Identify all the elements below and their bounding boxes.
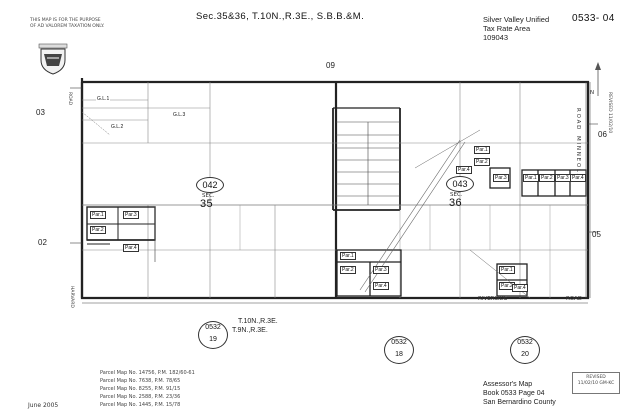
parcel-label-lower-3: Par.3	[373, 266, 389, 274]
adjacent-page-top: 09	[326, 61, 335, 70]
road-riverside: RIVERSIDE	[478, 296, 508, 302]
section-title: Sec.35&36, T.10N.,R.3E., S.B.B.&M.	[196, 11, 365, 22]
parcel-label-lower-2: Par.2	[340, 266, 356, 274]
adjacent-page-bottom-right-book: 0532	[517, 339, 533, 346]
parcel-label-lower-1: Par.1	[340, 252, 356, 260]
assessor-line-1: Assessor's Map	[483, 381, 533, 388]
road-harvard-top: ROAD	[67, 92, 72, 106]
road-harvard-bottom: HARVARD	[69, 286, 74, 308]
section-36-sec-label: SEC.	[450, 192, 463, 198]
road-riverside-road: ROAD	[566, 296, 583, 302]
parcel-label-right-2: Par.2	[539, 174, 555, 182]
adjacent-page-left-lower: 02	[38, 238, 47, 247]
footer-date: June 2005	[28, 402, 59, 409]
township-grid-top: T.10N.,R.3E.	[238, 318, 278, 325]
adjacent-page-bottom-right-page: 20	[521, 351, 529, 358]
adjacent-page-right-upper: 06	[598, 130, 607, 139]
parcel-label-right-3: Par.3	[555, 174, 571, 182]
north-arrow-icon	[583, 60, 613, 100]
road-minneola-road: R O A D	[575, 108, 581, 130]
adjacent-page-bottom-mid-book: 0532	[391, 339, 407, 346]
north-arrow-label: N	[590, 90, 595, 96]
notice-line-1: THIS MAP IS FOR THE PURPOSE	[30, 18, 101, 23]
parcel-label-left-3: Par.3	[123, 211, 139, 219]
district-line-3: 109043	[483, 33, 509, 42]
adjacent-page-right-lower: 05	[592, 230, 601, 239]
parcel-map-ref-4: Parcel Map No. 2588, P.M. 23/36	[100, 394, 181, 400]
county-seal-icon	[36, 42, 70, 76]
adjacent-page-bottom-left-page: 19	[209, 336, 217, 343]
parcel-label-se-1: Par.1	[499, 266, 515, 274]
parcel-label-right-4: Par.4	[570, 174, 586, 182]
parcel-label-right-1: Par.1	[523, 174, 539, 182]
parcel-label-mid-1: Par.1	[474, 146, 490, 154]
section-35-oval: 042	[196, 177, 224, 193]
parcel-map-ref-2: Parcel Map No. 7638, P.M. 78/65	[100, 378, 181, 384]
district-line-1: Silver Valley Unified	[483, 15, 550, 24]
parcel-label-mid-4: Par.4	[456, 166, 472, 174]
adjacent-page-bottom-right: 0532 20	[510, 336, 540, 364]
section-35-sec-label: SEC.	[202, 193, 215, 199]
parcel-label-mid-3: Par.3	[493, 174, 509, 182]
township-grid-bottom: T.9N.,R.3E.	[232, 327, 268, 334]
revised-label: REVISED	[586, 375, 606, 380]
parcel-label-gl1: G.L.1	[96, 96, 111, 102]
parcel-map-ref-5: Parcel Map No. 1445, P.M. 15/78	[100, 402, 181, 408]
parcel-label-se-4: Par.4	[512, 284, 528, 292]
road-minneola: M I N N E O L A	[575, 136, 581, 178]
section-36-oval: 043	[446, 176, 474, 192]
adjacent-page-bottom-mid: 0532 18	[384, 336, 414, 364]
parcel-label-gl2: G.L.2	[110, 124, 125, 130]
revised-value: 11/02/10 GM-KC	[577, 381, 615, 386]
district-line-2: Tax Rate Area	[483, 24, 531, 33]
revised-box: REVISED 11/02/10 GM-KC	[572, 372, 620, 394]
notice-line-2: OF AD VALOREM TAXATION ONLY.	[30, 24, 105, 29]
assessor-line-2: Book 0533 Page 04	[483, 390, 545, 397]
adjacent-page-left-upper: 03	[36, 108, 45, 117]
parcel-label-left-4: Par.4	[123, 244, 139, 252]
section-35-number: 35	[200, 198, 214, 210]
parcel-map-ref-1: Parcel Map No. 14756, P.M. 182/60-61	[100, 370, 195, 376]
parcel-label-left-2: Par.2	[90, 226, 106, 234]
parcel-label-left-1: Par.1	[90, 211, 106, 219]
assessor-line-3: San Bernardino County	[483, 399, 556, 406]
section-36-number: 36	[449, 197, 463, 209]
parcel-label-mid-2: Par.2	[474, 158, 490, 166]
adjacent-page-bottom-mid-page: 18	[395, 351, 403, 358]
parcel-map-ref-3: Parcel Map No. 8255, P.M. 91/15	[100, 386, 181, 392]
adjacent-page-bottom-left-book: 0532	[205, 324, 221, 331]
book-page-number: 0533- 04	[572, 13, 615, 24]
parcel-label-gl3: G.L.3	[172, 112, 187, 118]
adjacent-page-bottom-left: 0532 19	[198, 321, 228, 349]
parcel-label-lower-4: Par.4	[373, 282, 389, 290]
